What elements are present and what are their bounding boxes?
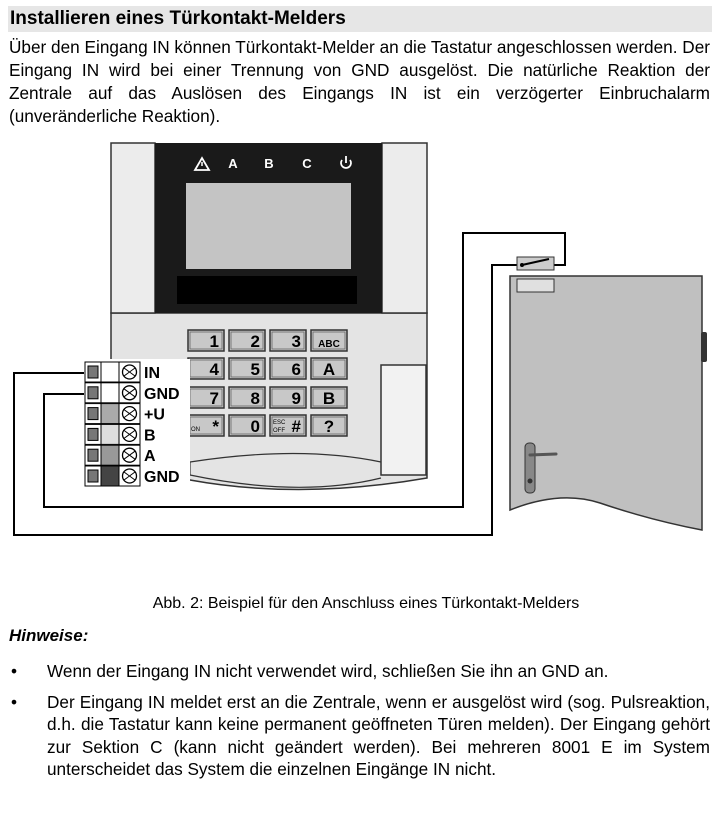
key-label: 1 — [210, 332, 219, 351]
terminal-block: IN GND +U BA GND — [84, 359, 190, 490]
section-title: Installieren eines Türkontakt-Melders — [8, 6, 712, 32]
key-3-1[interactable]: 0 — [228, 414, 266, 437]
key-2-3[interactable]: B — [310, 386, 348, 409]
door-contact-switch — [516, 256, 555, 271]
key-1-3[interactable]: A — [310, 357, 348, 380]
key-label: ABC — [318, 339, 340, 350]
key-label: 7 — [210, 389, 219, 408]
terminal-label: GND — [144, 469, 180, 486]
keypad-keys: 1 2 3 ABC 4 5 6 A 7 8 9 B * ON 0 # ESC OFF? — [187, 329, 348, 437]
note-text: Der Eingang IN meldet erst an die Zentra… — [47, 691, 710, 780]
key-3-2[interactable]: # ESC OFF — [269, 414, 307, 437]
key-3-3[interactable]: ? — [310, 414, 348, 437]
indicator-b: B — [264, 156, 273, 171]
key-1-0[interactable]: 4 — [187, 357, 225, 380]
intro-paragraph: Über den Eingang IN können Türkontakt-Me… — [9, 37, 710, 126]
terminal-gnd: GND — [84, 382, 180, 404]
note-text: Wenn der Eingang IN nicht verwendet wird… — [47, 661, 609, 681]
door-handle-icon — [524, 442, 558, 494]
key-small-esc: ESC — [273, 420, 286, 426]
key-label: 4 — [210, 360, 220, 379]
key-label: 9 — [292, 389, 301, 408]
display-screen — [186, 183, 351, 269]
terminal-label: +U — [144, 407, 165, 424]
key-0-0[interactable]: 1 — [187, 329, 225, 352]
wires — [13, 232, 566, 536]
wire-gnd — [43, 232, 566, 508]
bullet-icon: • — [11, 661, 18, 681]
key-label: 5 — [251, 360, 260, 379]
caption-text: Abb. 2: Beispiel für den Anschluss eines… — [152, 595, 580, 612]
key-label: 2 — [251, 332, 260, 351]
key-0-3[interactable]: ABC — [310, 329, 348, 352]
terminal-a: A — [84, 444, 156, 466]
key-0-1[interactable]: 2 — [228, 329, 266, 352]
note-item: • Wenn der Eingang IN nicht verwendet wir… — [9, 660, 710, 683]
terminal-label: GND — [144, 386, 180, 403]
key-label: 0 — [251, 417, 260, 436]
key-1-1[interactable]: 5 — [228, 357, 266, 380]
note-item: • Der Eingang IN meldet erst an die Zentr… — [9, 691, 710, 781]
terminal-in: IN — [84, 361, 160, 383]
key-label: B — [323, 389, 335, 408]
key-2-0[interactable]: 7 — [187, 386, 225, 409]
bullet-icon: • — [11, 691, 18, 712]
notes-list: • Wenn der Eingang IN nicht verwendet wir… — [9, 660, 710, 789]
key-label: ? — [324, 417, 334, 436]
key-label: 8 — [251, 389, 260, 408]
terminal-b: B — [84, 423, 156, 445]
notes-heading: Hinweise: — [9, 626, 89, 645]
terminal-gnd: GND — [84, 465, 180, 487]
key-label: * — [212, 417, 219, 436]
indicator-a: A — [228, 156, 238, 171]
terminal-label: B — [144, 427, 156, 444]
key-label: A — [323, 360, 335, 379]
indicator-c: C — [302, 156, 312, 171]
key-small-off: OFF — [273, 428, 285, 434]
terminal-label: A — [144, 448, 156, 465]
key-1-2[interactable]: 6 — [269, 357, 307, 380]
key-small-on: ON — [191, 427, 200, 433]
key-label: 3 — [292, 332, 301, 351]
figure-caption: Abb. 2: Beispiel für den Anschluss eines… — [0, 595, 720, 613]
key-label: 6 — [292, 360, 301, 379]
key-3-0[interactable]: * ON — [187, 414, 225, 437]
key-0-2[interactable]: 3 — [269, 329, 307, 352]
key-label: # — [292, 417, 302, 436]
key-2-1[interactable]: 8 — [228, 386, 266, 409]
wire-in — [13, 264, 518, 536]
terminal-plusu: +U — [84, 403, 165, 425]
power-icon — [340, 156, 352, 169]
terminal-label: IN — [144, 365, 160, 382]
warning-icon — [193, 156, 211, 171]
door — [509, 256, 707, 531]
door-hinge — [701, 332, 707, 362]
key-2-2[interactable]: 9 — [269, 386, 307, 409]
